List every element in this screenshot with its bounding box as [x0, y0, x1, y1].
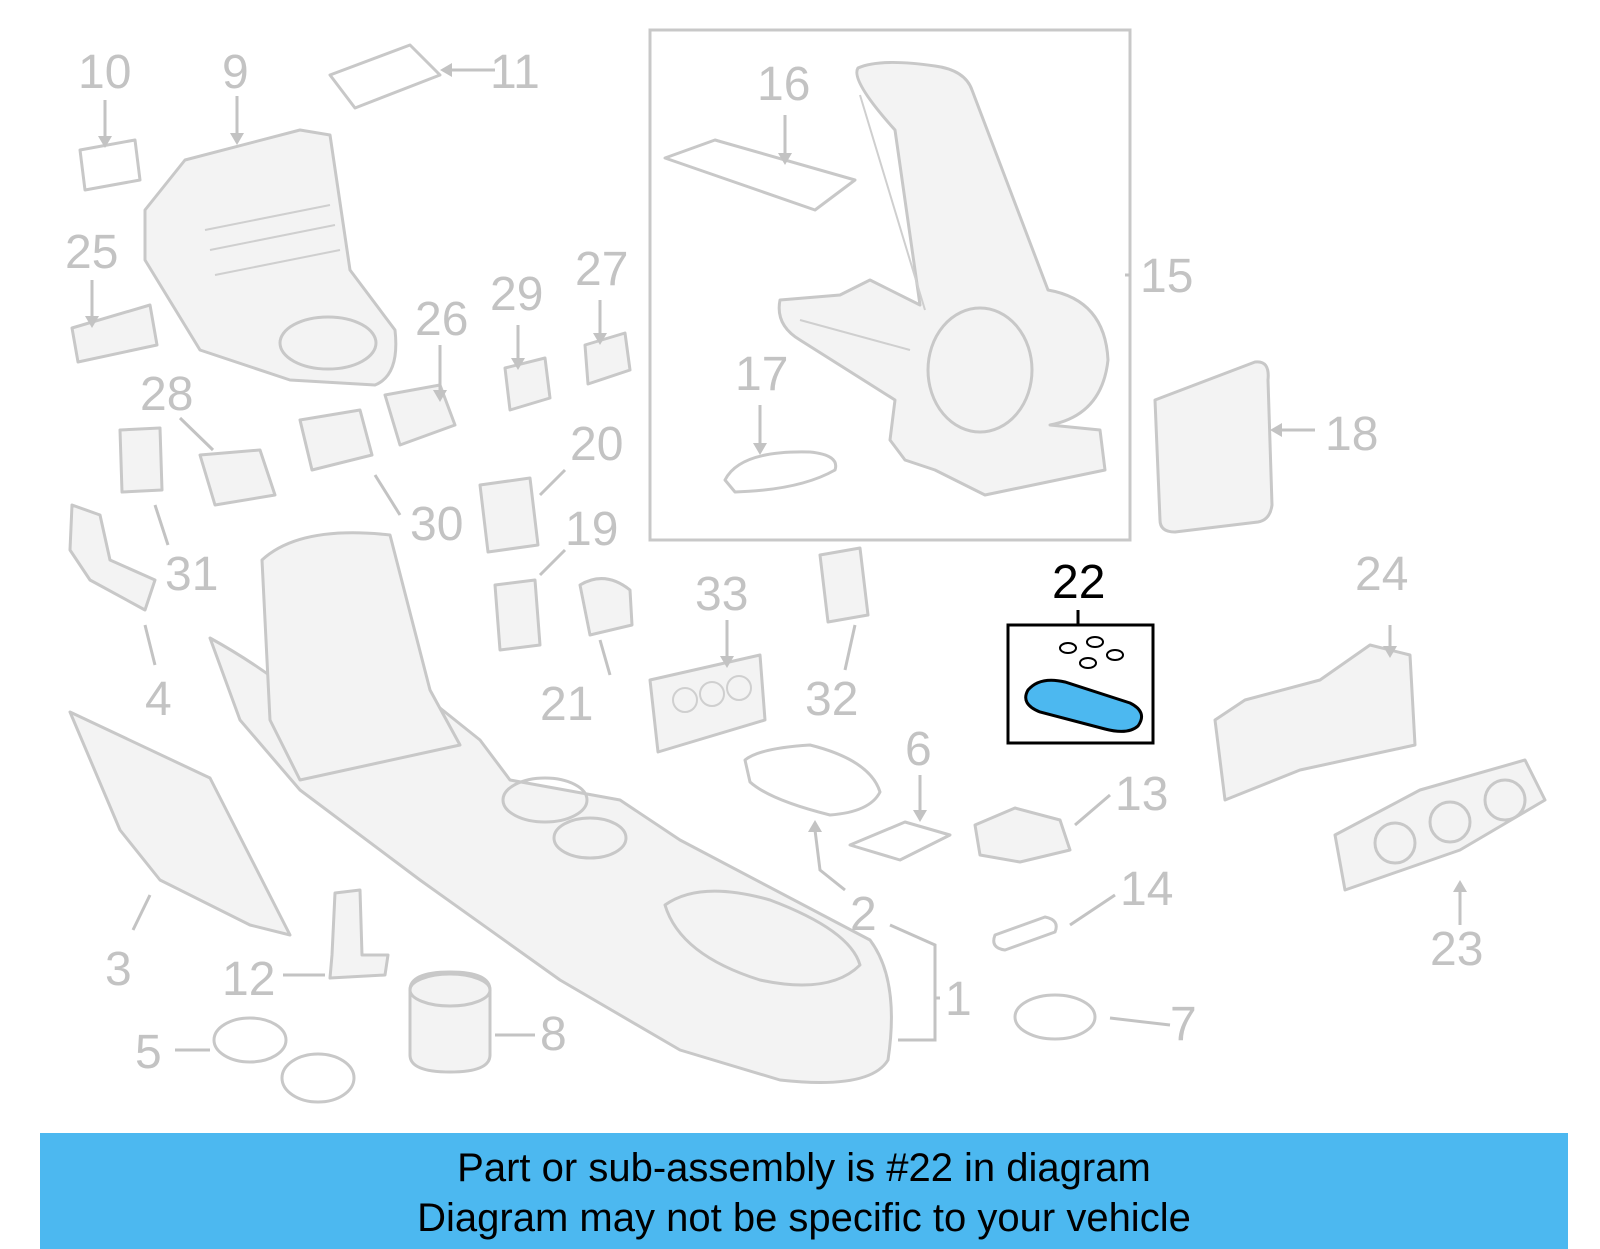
banner-line-2: Diagram may not be specific to your vehi… — [417, 1196, 1191, 1240]
callout-19: 19 — [565, 503, 618, 556]
callout-15: 15 — [1140, 250, 1193, 303]
callout-4: 4 — [145, 673, 172, 726]
part-22-small-washer — [1086, 636, 1104, 648]
part-11-tray — [328, 43, 442, 110]
part-17-vent — [723, 450, 838, 494]
part-12-bracket — [328, 888, 390, 980]
part-18-cover — [1153, 360, 1274, 534]
part-20-socket — [478, 476, 540, 554]
part-22-small-washer — [1106, 649, 1124, 661]
part-drawings — [68, 28, 1547, 1104]
callout-5: 5 — [135, 1026, 162, 1079]
part-15-armrest — [777, 60, 1110, 497]
callout-25: 25 — [65, 226, 118, 279]
callout-33: 33 — [695, 568, 748, 621]
callout-17: 17 — [735, 348, 788, 401]
callout-24: 24 — [1355, 548, 1408, 601]
part-13-bracket — [973, 806, 1072, 864]
part-4-bracket — [68, 503, 157, 612]
callout-11: 11 — [490, 46, 540, 99]
callout-14: 14 — [1120, 863, 1173, 916]
part-27-switch — [583, 331, 632, 386]
callout-18: 18 — [1325, 408, 1378, 461]
callout-9: 9 — [222, 46, 249, 99]
callout-2: 2 — [850, 888, 877, 941]
callout-30: 30 — [410, 498, 463, 551]
callout-22: 22 — [1052, 556, 1105, 609]
callout-leaders — [85, 63, 1467, 1052]
part-31-switch — [198, 448, 277, 507]
part-30-switch — [298, 408, 374, 472]
callout-12: 12 — [222, 953, 275, 1006]
part-33-panel — [648, 653, 767, 754]
callout-21: 21 — [540, 678, 593, 731]
callout-32: 32 — [805, 673, 858, 726]
part-9-bezel — [143, 128, 398, 387]
callout-20: 20 — [570, 418, 623, 471]
part-22-small-washer — [1079, 657, 1097, 669]
callout-31: 31 — [165, 548, 218, 601]
part-21-switch — [578, 577, 634, 637]
part-6-grille — [848, 820, 952, 862]
callout-3: 3 — [105, 943, 132, 996]
callout-26: 26 — [415, 293, 468, 346]
part-23-climate-control — [1333, 758, 1547, 892]
parts-diagram: 1 2 3 4 5 6 7 8 9 10 11 12 13 14 15 16 1… — [65, 28, 1547, 1104]
part-3-side-panel — [68, 710, 292, 937]
callout-6: 6 — [905, 723, 932, 776]
part-22-pad — [1024, 678, 1144, 733]
part-26-switch — [383, 383, 457, 447]
callout-16: 16 — [757, 58, 810, 111]
callout-numbers: 1 2 3 4 5 6 7 8 9 10 11 12 13 14 15 16 1… — [65, 46, 1483, 1079]
armrest-inset-box — [648, 28, 1132, 542]
part-32-switch — [818, 546, 870, 624]
callout-1: 1 — [945, 973, 972, 1026]
part-19-socket — [493, 578, 542, 652]
callout-10: 10 — [78, 46, 131, 99]
callout-7: 7 — [1170, 998, 1197, 1051]
part-7-ring — [1013, 993, 1097, 1041]
part-8-cup — [408, 970, 492, 1074]
callout-27: 27 — [575, 243, 628, 296]
part-29-switch — [503, 356, 552, 412]
part-24-bracket — [1213, 643, 1417, 802]
part-25-switch — [70, 303, 159, 364]
part-5-cover — [212, 1016, 288, 1064]
callout-29: 29 — [490, 268, 543, 321]
callout-13: 13 — [1115, 768, 1168, 821]
callout-8: 8 — [540, 1008, 567, 1061]
part-16-grille — [663, 138, 857, 212]
highlighted-part-22[interactable]: 22 — [1006, 556, 1155, 745]
part-2-frame — [743, 743, 882, 817]
part-22-small-washer — [1059, 642, 1077, 654]
info-banner: Part or sub-assembly is #22 in diagram D… — [40, 1133, 1568, 1249]
part-10-clip — [78, 138, 142, 192]
callout-28: 28 — [140, 368, 193, 421]
part-14-clip — [992, 915, 1058, 952]
console-upper-frame — [260, 531, 462, 782]
banner-line-1: Part or sub-assembly is #22 in diagram — [457, 1146, 1151, 1190]
callout-23: 23 — [1430, 923, 1483, 976]
part-28-switch — [118, 426, 164, 494]
